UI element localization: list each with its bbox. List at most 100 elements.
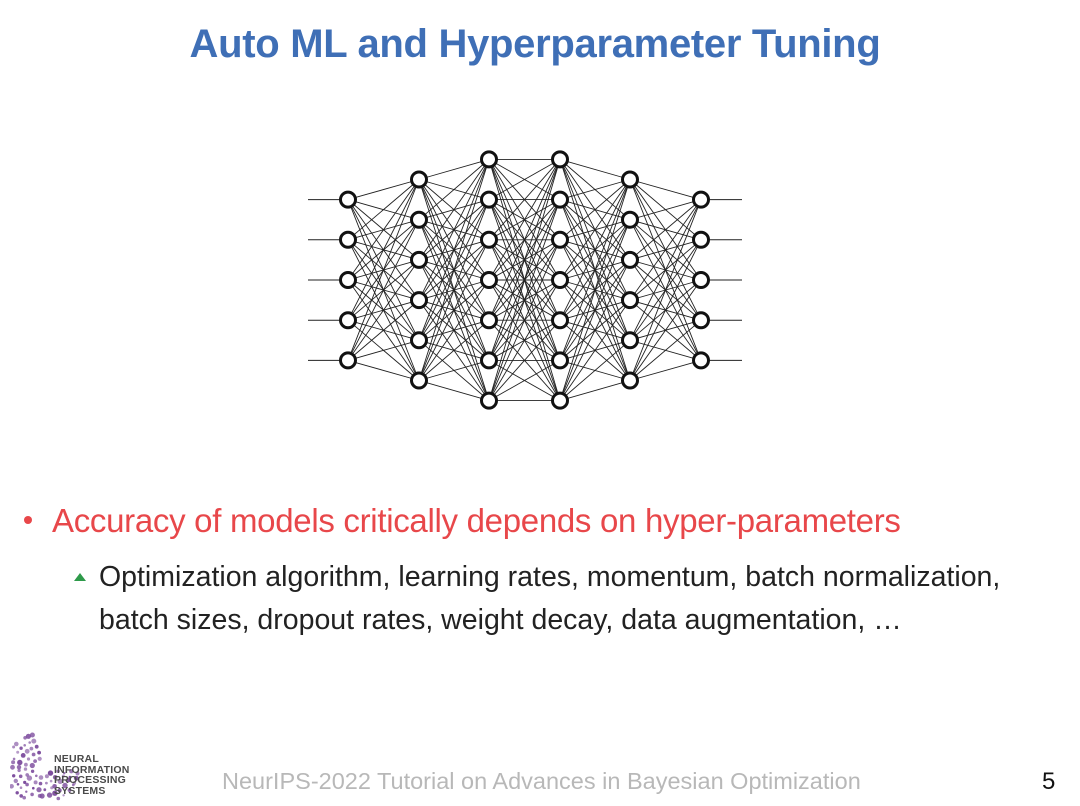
connection-line xyxy=(559,179,631,401)
connection-line xyxy=(629,199,702,341)
logo-dot xyxy=(11,760,16,765)
logo-dot xyxy=(16,783,20,786)
bullet-item: Accuracy of models critically depends on… xyxy=(24,502,1074,540)
logo-dot xyxy=(25,782,29,787)
neuron-node xyxy=(551,351,569,370)
connection-line xyxy=(347,179,420,201)
connection-line xyxy=(418,159,490,381)
logo-dot xyxy=(22,795,26,800)
connection-line xyxy=(629,199,702,261)
neuron-node xyxy=(480,311,498,330)
logo-dot xyxy=(35,774,38,778)
connection-line xyxy=(347,259,420,361)
neuron-node xyxy=(480,271,498,289)
connection-line xyxy=(488,279,561,401)
connection-line xyxy=(418,159,490,261)
logo-dot xyxy=(68,775,72,779)
connection-line xyxy=(629,199,702,301)
logo-dot xyxy=(33,780,38,785)
connection-line xyxy=(347,179,420,241)
connection-line xyxy=(488,159,561,361)
sub-bullet-text: Optimization algorithm, learning rates, … xyxy=(99,561,1001,636)
bullet-dot-icon xyxy=(24,516,32,524)
connection-line xyxy=(559,380,631,402)
logo-dot xyxy=(32,786,35,790)
connection-line xyxy=(347,219,420,361)
connection-line xyxy=(488,159,561,200)
logo-line: INFORMATION xyxy=(54,763,130,776)
neuron-node xyxy=(410,371,428,390)
connection-line xyxy=(418,158,490,180)
connection-line xyxy=(418,239,490,381)
connection-line xyxy=(629,199,702,381)
logo-dot xyxy=(72,781,77,785)
connection-line xyxy=(418,359,490,381)
neuron-node xyxy=(621,331,639,350)
logo-dot xyxy=(63,772,66,775)
logo-dot xyxy=(37,756,42,761)
logo-dot xyxy=(15,791,19,795)
neuron-node xyxy=(339,190,357,209)
logo-dot xyxy=(57,778,63,784)
connection-line xyxy=(418,319,490,381)
neuron-node xyxy=(480,391,498,410)
logo-dot xyxy=(28,741,32,744)
neuron-node xyxy=(551,230,569,249)
logo-dot xyxy=(25,733,31,739)
logo-dot xyxy=(67,788,72,792)
logo-dot xyxy=(10,764,15,770)
connection-line xyxy=(559,219,631,401)
logo-dot xyxy=(29,762,35,769)
logo-text: NEURAL INFORMATION PROCESSING SYSTEMS xyxy=(54,754,130,796)
connection-line xyxy=(629,319,702,381)
logo-dot xyxy=(52,784,57,789)
connection-line xyxy=(488,159,561,281)
bullet-text: Accuracy of models critically depends on… xyxy=(52,502,901,539)
connection-line xyxy=(418,279,490,381)
logo-dot xyxy=(52,790,58,796)
page-number: 5 xyxy=(1042,768,1056,795)
logo-dot xyxy=(16,750,20,754)
neuron-node xyxy=(480,230,498,249)
logo-dot xyxy=(37,750,41,755)
logo-dot xyxy=(31,752,36,757)
neuron-node xyxy=(410,291,428,310)
logo-dot xyxy=(34,744,39,749)
connection-line xyxy=(347,179,420,361)
connection-line xyxy=(488,239,561,401)
logo-dot xyxy=(62,782,68,789)
connection-line xyxy=(559,299,631,401)
slide-title: Auto ML and Hyperparameter Tuning xyxy=(189,22,881,66)
logo-dot xyxy=(31,738,37,744)
triangle-bullet-icon xyxy=(74,573,86,581)
logo-dot xyxy=(25,790,28,793)
connection-line xyxy=(488,159,561,401)
logo-dot xyxy=(46,792,53,798)
connection-line xyxy=(347,299,420,361)
logo-dot xyxy=(19,746,23,750)
logo-dot xyxy=(66,777,71,783)
neuron-node xyxy=(410,210,428,229)
connection-line xyxy=(559,339,631,401)
logo-dots-icon xyxy=(10,732,80,801)
neuron-node xyxy=(480,190,498,209)
connection-line xyxy=(559,179,631,241)
logo-dot xyxy=(13,778,18,784)
connection-line xyxy=(488,159,561,241)
logo-dot xyxy=(30,769,35,773)
logo-dot xyxy=(19,786,23,789)
connection-line xyxy=(488,319,561,401)
neuron-node xyxy=(621,371,639,390)
connection-line xyxy=(488,360,561,401)
connection-line xyxy=(629,179,702,201)
logo-dot xyxy=(73,775,79,781)
neuron-node xyxy=(692,351,710,370)
logo-dot xyxy=(56,796,61,801)
logo-dot xyxy=(36,787,42,793)
logo-dot xyxy=(23,767,28,771)
logo-dot xyxy=(39,793,45,799)
connection-line xyxy=(418,159,490,341)
logo-dot xyxy=(17,759,23,766)
neuron-node xyxy=(621,250,639,269)
